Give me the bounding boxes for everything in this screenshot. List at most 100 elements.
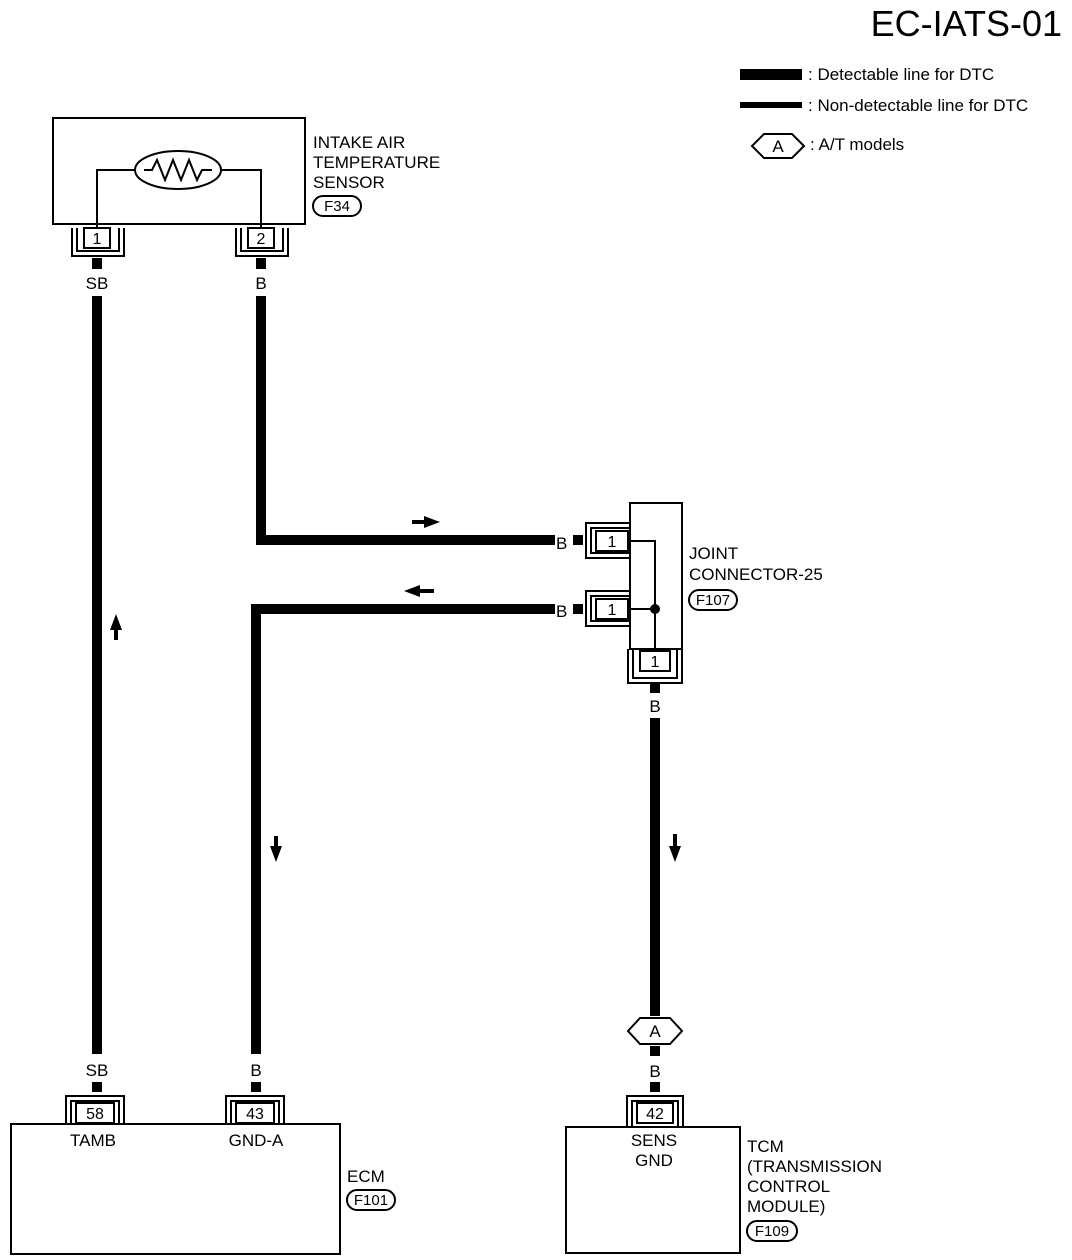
sensor-connector-id: F34	[324, 198, 350, 215]
ecm-body	[10, 1123, 341, 1255]
sensor-pin1-housing	[71, 228, 125, 257]
joint-pin-top-housing-inner	[590, 527, 630, 554]
tcm-name-line1: TCM	[747, 1137, 784, 1156]
ecm-pin58-number: 58	[86, 1106, 104, 1123]
tcm-pin42-wire-color: B	[649, 1062, 660, 1081]
sensor-pin2-stub	[256, 258, 266, 269]
sb-wire-sensor-to-ecm	[92, 296, 102, 1054]
arrow-down-icon	[270, 846, 282, 862]
sensor-pin2-housing	[235, 228, 289, 257]
sensor-pin1-wire-color: SB	[86, 274, 109, 293]
joint-pin-top-number: 1	[608, 534, 617, 551]
joint-pin-bottom-box	[639, 650, 671, 672]
tcm-body	[565, 1126, 741, 1254]
sensor-internal-wire-left	[96, 169, 136, 228]
sensor-pin1-number: 1	[93, 231, 102, 248]
ecm-pin43-housing-inner	[230, 1100, 280, 1124]
tcm-name-line3: CONTROL	[747, 1177, 830, 1196]
ecm-pin58-housing	[65, 1095, 125, 1124]
joint-pin-bottom-number: 1	[651, 654, 660, 671]
arrow-up-shaft	[114, 628, 118, 640]
sensor-pin1-box	[83, 227, 111, 249]
joint-in-top-wire-color: B	[556, 534, 567, 553]
joint-name-line1: JOINT	[689, 544, 738, 563]
tcm-terminal-line2: GND	[635, 1151, 673, 1170]
joint-pin-middle-number: 1	[608, 602, 617, 619]
sensor-pin2-number: 2	[257, 231, 266, 248]
legend-at-hexagon	[750, 133, 806, 159]
ecm-connector-badge	[346, 1189, 396, 1211]
arrow-down-icon	[669, 846, 681, 862]
joint-connector-25: 1 1 1 JOINT CONNECTOR-25 F107	[585, 502, 823, 684]
ecm-name: ECM	[347, 1167, 385, 1186]
joint-pin-middle-housing-inner	[590, 595, 630, 622]
joint-connector-badge	[688, 589, 738, 611]
joint-pin-middle-housing	[585, 590, 630, 627]
sensor-pin1-stub	[92, 258, 102, 269]
joint-in-top-stub	[573, 535, 583, 545]
legend-at-symbol: A	[772, 137, 784, 156]
tcm-pin42-housing-inner	[631, 1100, 679, 1127]
arrow-left-icon	[404, 585, 420, 597]
ecm-terminal-gnd-a: GND-A	[229, 1131, 284, 1150]
ecm-connector-id: F101	[354, 1192, 388, 1209]
sensor-pin1-housing-inner	[76, 228, 120, 252]
b-wire-joint-to-ecm	[251, 604, 555, 1054]
arrow-up-icon	[110, 614, 122, 630]
tcm-name-line4: MODULE)	[747, 1197, 825, 1216]
at-models-marker-icon	[626, 1017, 684, 1045]
legend-detectable-label: : Detectable line for DTC	[808, 65, 994, 84]
sensor-pin2-housing-inner	[240, 228, 284, 252]
joint-connector-id: F107	[696, 592, 730, 609]
tcm-terminal-line1: SENS	[631, 1131, 677, 1150]
joint-pin-bottom-housing-inner	[632, 649, 678, 679]
sensor-internal-wire-right	[220, 169, 262, 228]
joint-in-bottom-stub	[573, 604, 583, 614]
joint-pin-top-housing	[585, 522, 630, 559]
joint-pin-middle-box	[595, 598, 629, 620]
tcm-connector-id: F109	[755, 1223, 789, 1240]
arrow-right-shaft	[412, 520, 426, 524]
tcm-pin42-stub	[650, 1082, 660, 1092]
legend: : Detectable line for DTC : Non-detectab…	[740, 65, 1028, 159]
sensor-name-line2: TEMPERATURE	[313, 153, 440, 172]
at-models-marker-label: A	[649, 1022, 661, 1041]
ecm-terminal-tamb: TAMB	[70, 1131, 116, 1150]
tcm: 42 SENS GND TCM (TRANSMISSION CONTROL MO…	[565, 1095, 882, 1254]
joint-name-line2: CONNECTOR-25	[689, 565, 823, 584]
ecm-pin58-stub	[92, 1082, 102, 1092]
diagram-title: EC-IATS-01	[871, 3, 1062, 44]
wires: SB SB B B B B B A	[86, 258, 684, 1092]
arrow-down-left-shaft	[274, 836, 278, 848]
sensor-name-line3: SENSOR	[313, 173, 385, 192]
tcm-connector-badge	[746, 1220, 798, 1242]
joint-pin-top-box	[595, 530, 629, 552]
tcm-pin42-housing	[626, 1095, 684, 1127]
ecm-pin43-housing	[225, 1095, 285, 1124]
joint-pin-bottom-housing	[627, 649, 683, 684]
joint-in-bottom-wire-color: B	[556, 602, 567, 621]
legend-non-detectable-label: : Non-detectable line for DTC	[808, 96, 1028, 115]
intake-air-temperature-sensor: INTAKE AIR TEMPERATURE SENSOR F34 1 2	[52, 117, 440, 257]
arrow-left-shaft	[418, 589, 434, 593]
arrow-down-right-shaft	[673, 834, 677, 846]
tcm-wire-stub-upper	[650, 1046, 660, 1056]
resistor-zigzag-icon	[144, 157, 212, 183]
ecm-pin58-housing-inner	[70, 1100, 120, 1124]
arrow-right-icon	[424, 516, 440, 528]
ecm-pin43-number: 43	[246, 1106, 264, 1123]
ecm-pin43-box	[235, 1102, 275, 1124]
b-wire-joint-to-tcm	[650, 718, 660, 1016]
ecm: 58 TAMB 43 GND-A ECM F101	[10, 1095, 396, 1255]
ecm-pin43-wire-color: B	[250, 1061, 261, 1080]
ecm-pin58-box	[75, 1102, 115, 1124]
sensor-pin2-wire-color: B	[255, 274, 266, 293]
legend-non-detectable-swatch	[740, 102, 802, 108]
legend-at-models-label: : A/T models	[810, 135, 904, 154]
joint-splice-dot	[650, 604, 660, 614]
legend-detectable-swatch	[740, 69, 802, 80]
joint-out-stub	[650, 682, 660, 693]
sensor-connector-badge	[312, 195, 362, 217]
ecm-pin58-wire-color: SB	[86, 1061, 109, 1080]
tcm-pin42-box	[636, 1102, 674, 1124]
